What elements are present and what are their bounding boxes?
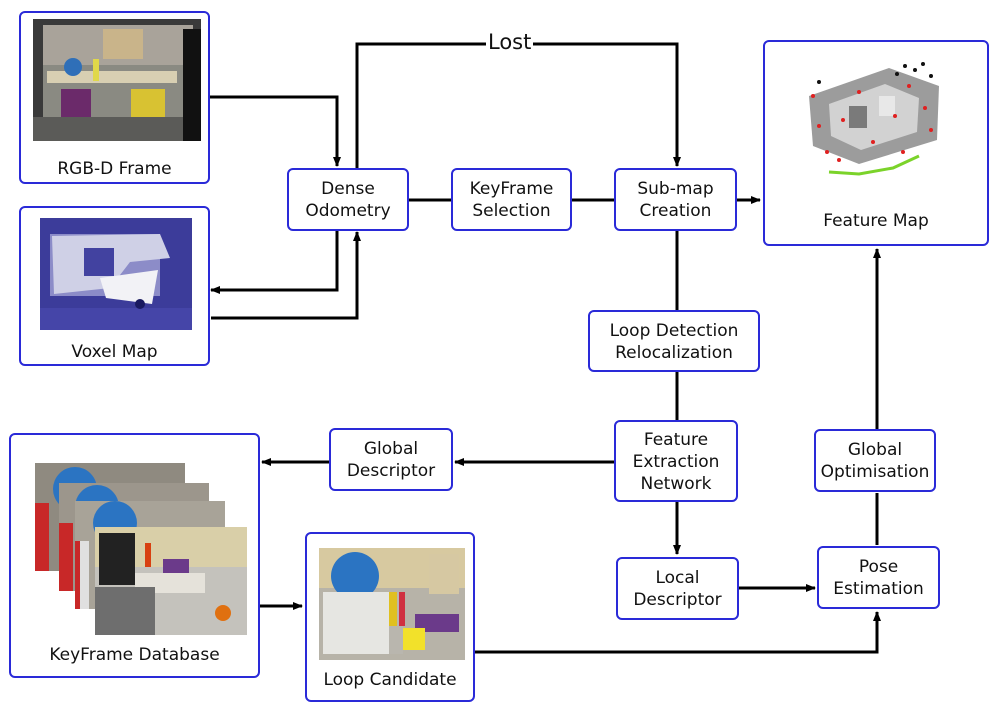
voxel-map-node: Voxel Map (19, 206, 210, 366)
pose-estimation-node: Pose Estimation (817, 546, 940, 609)
edge-lost-loop (355, 42, 681, 168)
edge-odometry-to-voxel (210, 230, 339, 294)
feature-map-label: Feature Map (823, 211, 929, 231)
keyframe-database-label: KeyFrame Database (49, 645, 220, 665)
loop-detection-label: Loop Detection Relocalization (609, 321, 739, 363)
global-optimisation-node: Global Optimisation (814, 429, 936, 492)
loop-candidate-node: Loop Candidate (305, 532, 475, 702)
loop-candidate-label: Loop Candidate (323, 670, 457, 690)
submap-creation-label: Sub-map Creation (637, 179, 714, 221)
feature-extraction-node: Feature Extraction Network (614, 420, 738, 502)
keyframe-database-image-stack (35, 463, 247, 635)
dense-odometry-node: Dense Odometry (287, 168, 409, 231)
keyframe-selection-label: KeyFrame Selection (469, 179, 554, 221)
loop-candidate-image (319, 548, 465, 660)
global-descriptor-label: Global Descriptor (346, 439, 436, 481)
rgbd-frame-node: RGB-D Frame (19, 11, 210, 184)
rgbd-frame-image (33, 19, 201, 141)
local-descriptor-node: Local Descriptor (616, 557, 739, 620)
edge-label-lost: Lost (486, 30, 534, 54)
voxel-map-label: Voxel Map (71, 342, 158, 362)
keyframe-selection-node: KeyFrame Selection (451, 168, 572, 231)
pose-estimation-label: Pose Estimation (833, 557, 924, 599)
local-descriptor-label: Local Descriptor (633, 568, 722, 610)
edge-candidate-to-pose (475, 611, 881, 654)
edge-rgbd-to-odometry (210, 95, 341, 167)
edge-voxel-to-odometry (211, 231, 361, 320)
global-optimisation-label: Global Optimisation (820, 440, 930, 482)
stack-frame-front (95, 527, 247, 635)
submap-creation-node: Sub-map Creation (614, 168, 737, 231)
feature-extraction-label: Feature Extraction Network (632, 430, 720, 494)
loop-detection-node: Loop Detection Relocalization (588, 310, 760, 372)
keyframe-database-node: KeyFrame Database (9, 433, 260, 678)
rgbd-frame-label: RGB-D Frame (57, 159, 172, 179)
global-descriptor-node: Global Descriptor (329, 428, 453, 491)
voxel-map-image (40, 218, 192, 330)
feature-map-image (799, 56, 949, 188)
dense-odometry-label: Dense Odometry (305, 179, 391, 221)
feature-map-node: Feature Map (763, 40, 989, 246)
